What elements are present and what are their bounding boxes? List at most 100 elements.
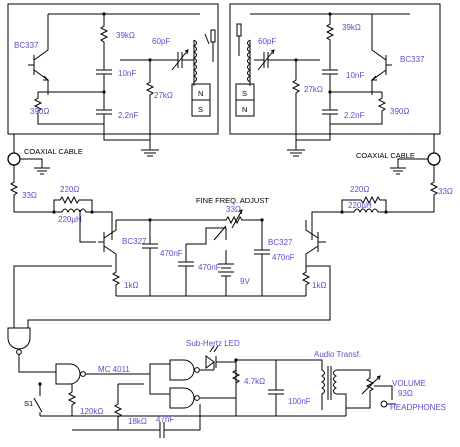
label-220uh-right: 220µH [348, 201, 372, 210]
transistor-bc337-left [28, 14, 50, 95]
label-33-right: 33Ω [438, 187, 453, 196]
label-s1: S1 [24, 399, 33, 408]
label-mc4011: MC 4011 [98, 365, 130, 374]
label-10nf-right: 10nF [346, 71, 364, 80]
mixer-outputs [13, 265, 331, 328]
label-pot: 33Ω [226, 205, 241, 214]
label-volume: VOLUME [392, 379, 426, 388]
capacitor-470n-right [254, 218, 270, 296]
label-1k-right: 1kΩ [312, 281, 326, 290]
pot-fine-adjust [150, 209, 262, 229]
nand-gate-b [169, 359, 200, 381]
oscillator-left-frame [7, 3, 219, 135]
label-100nf: 100nF [288, 397, 311, 406]
supply-link [186, 227, 226, 245]
trimmer-60pf-right [254, 49, 320, 71]
nand-input-gate [7, 327, 56, 373]
magnet-left [191, 83, 211, 117]
capacitor-10nf-right [322, 58, 338, 92]
label-60pf-left: 60pF [152, 37, 170, 46]
resistor-4k7 [231, 358, 241, 416]
ground-right [287, 124, 331, 157]
label-bc337-left: BC337 [14, 41, 39, 50]
resistor-1k-left [111, 266, 121, 296]
label-60pf-right: 60pF [258, 37, 276, 46]
label-10nf-left: 10nF [118, 69, 136, 78]
capacitor-100nf [236, 359, 284, 416]
label-390-right: 390Ω [390, 107, 409, 116]
oscillator-right: BC337 39kΩ 10nF 390Ω 2.2nF 27kΩ [229, 3, 441, 157]
resistor-33-left [9, 165, 19, 212]
label-coax-left: COAXIAL CABLE [24, 147, 83, 156]
resistor-18k [113, 384, 123, 430]
label-headphones: HEADPHONES [390, 403, 446, 412]
label-220uh-left: 220µH [58, 215, 82, 224]
capacitor-470n-center [178, 244, 194, 296]
label-2n2-left: 2.2nF [118, 111, 139, 120]
label-magnet-s-left: S [198, 105, 203, 114]
label-220r-right: 220Ω [350, 185, 369, 194]
label-47nf: 47nF [156, 415, 174, 424]
capacitor-47nf [72, 404, 201, 438]
resistor-33-right [429, 165, 439, 212]
nand-gate-c [169, 387, 200, 409]
label-120k: 120kΩ [80, 407, 103, 416]
label-9v: 9V [240, 277, 250, 286]
label-39k-left: 39kΩ [116, 31, 135, 40]
coil-right [236, 23, 251, 86]
label-93r: 93Ω [398, 389, 413, 398]
label-1k-left: 1kΩ [124, 281, 138, 290]
label-27k-left: 27kΩ [154, 91, 173, 100]
label-fine-adjust: FINE FREQ. ADJUST [196, 196, 269, 205]
resistor-1k-right [301, 266, 311, 296]
filter-left [14, 195, 113, 240]
label-bc327-left: BC327 [122, 237, 147, 246]
resistor-27k-left [145, 58, 155, 140]
resistor-390-left [33, 90, 106, 125]
label-27k-right: 27kΩ [304, 85, 323, 94]
capacitor-470n-left [116, 218, 158, 296]
audio-transformer [276, 359, 347, 416]
volume-pot [346, 369, 393, 409]
resistor-27k-right [291, 58, 301, 140]
label-magnet-s-right: S [242, 89, 247, 98]
oscillator-right-frame [229, 3, 441, 135]
capacitor-10nf-left [96, 58, 112, 92]
label-18k: 18kΩ [128, 417, 147, 426]
coil-left [193, 29, 216, 86]
oscillator-left: BC337 39kΩ 10nF 390Ω 2.2nF 27kΩ [7, 3, 219, 157]
capacitor-2n2-right [322, 92, 338, 124]
led-subhertz [205, 345, 236, 370]
label-220r-left: 220Ω [60, 185, 79, 194]
label-2n2-right: 2.2nF [344, 111, 365, 120]
resistor-120k [67, 384, 77, 416]
coax-left [7, 134, 50, 175]
trimmer-60pf-left [120, 49, 194, 71]
headphones-jack [380, 400, 396, 408]
label-bc327-right: BC327 [268, 238, 293, 247]
gate-wiring [86, 360, 237, 399]
label-470n-center: 470nF [198, 263, 221, 272]
label-bc337-right: BC337 [400, 55, 425, 64]
capacitor-2n2-left [96, 92, 112, 124]
label-33-left: 33Ω [22, 191, 37, 200]
label-magnet-n-left: N [198, 89, 203, 98]
transistor-bc337-right [370, 14, 392, 95]
label-led: Sub-Hertz LED [186, 339, 240, 348]
transistor-bc327-left [79, 210, 117, 266]
label-audio-transf: Audio Transf. [314, 350, 361, 359]
switch-s1 [33, 382, 43, 416]
nand-gate-a [55, 363, 86, 385]
ground-left [103, 124, 159, 157]
transistor-bc327-right [305, 220, 326, 266]
label-4k7: 4.7kΩ [244, 377, 265, 386]
battery-9v [213, 225, 234, 296]
filter-right [311, 195, 434, 240]
resistor-39k-left [99, 12, 109, 58]
label-coax-right: COAXIAL CABLE [356, 151, 415, 160]
label-390-left: 390Ω [30, 107, 49, 116]
label-470n-right: 470nF [272, 253, 295, 262]
label-magnet-n-right: N [242, 105, 247, 114]
magnet-right [235, 83, 255, 117]
